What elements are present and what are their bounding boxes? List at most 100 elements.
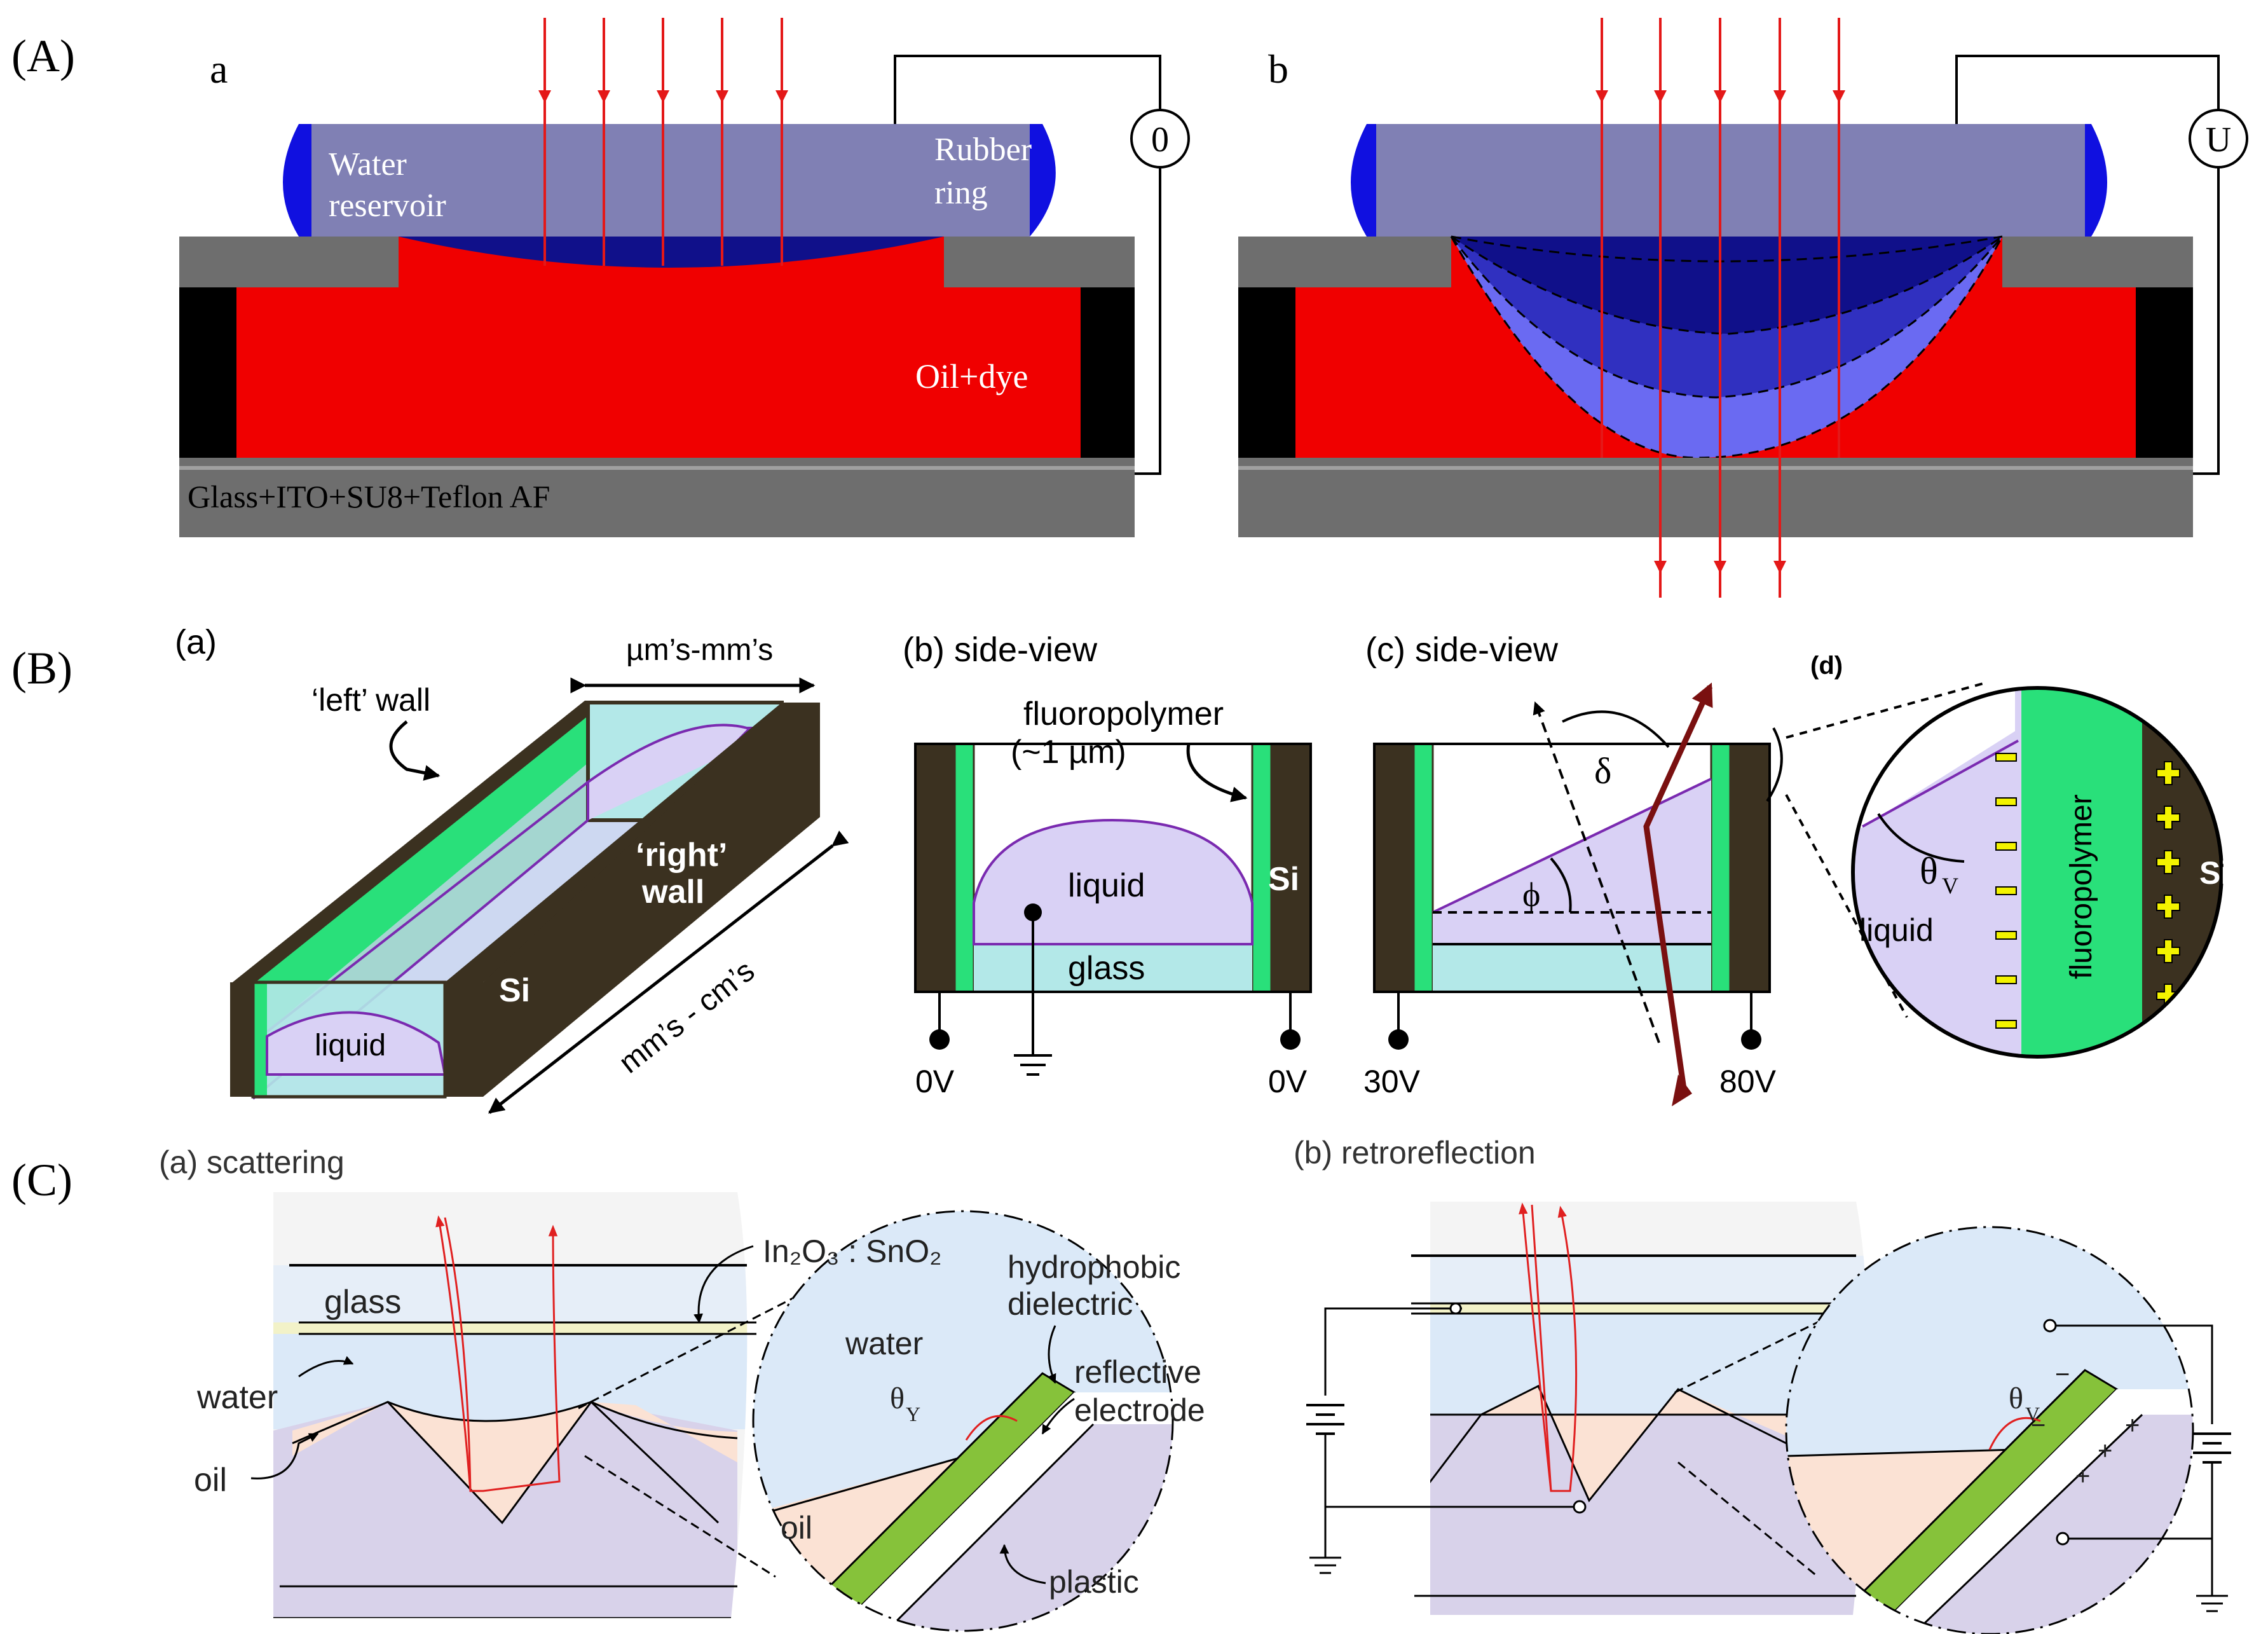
- liquid-label-b: liquid: [1068, 867, 1145, 904]
- water-reservoir-b: [1376, 124, 2085, 237]
- panel-b-b: (b) side-view 0V 0V liquid glass Si fluo…: [903, 631, 1312, 1099]
- theta-v-d: θ: [1920, 850, 1938, 892]
- incident-rays-b: [1595, 18, 1845, 598]
- voltage-source-b: [2189, 109, 2248, 168]
- ito-label: In₂O₃ : SnO₂: [763, 1233, 942, 1269]
- plus-2: +: [2098, 1437, 2112, 1465]
- liquid-drop-b: [973, 818, 1254, 945]
- water-reservoir: [311, 124, 1030, 237]
- delta-label: δ: [1594, 750, 1611, 792]
- minus-2: −: [2031, 1411, 2046, 1439]
- panel-b-c: (c) side-view ϕ δ 30V 80V: [1363, 631, 1777, 1106]
- sub-label-a: a: [210, 46, 228, 92]
- top-plate-right: [944, 237, 1135, 287]
- reflective-label-2: electrode: [1074, 1392, 1205, 1428]
- theta-y-sub: Y: [906, 1403, 920, 1425]
- circuit-wire-a: [894, 55, 1161, 475]
- tilted-liquid: [1433, 779, 1711, 944]
- b-d-label: (d): [1810, 652, 1843, 680]
- spacer-right-b: [2136, 287, 2193, 458]
- water-label: Water: [329, 146, 407, 182]
- reflective-label-1: reflective: [1074, 1354, 1201, 1390]
- water-label-c-a: water: [196, 1379, 278, 1416]
- panel-label-a: (A): [11, 31, 75, 81]
- plus-3: +: [2075, 1462, 2090, 1490]
- panel-b-a: (a) ‘left’ wall ‘right’ w: [175, 623, 849, 1114]
- right-wall-label-1: ‘right’: [636, 837, 727, 874]
- voltage-label-b: U: [2206, 120, 2231, 160]
- fluoropolymer-vertical: fluoropolymer: [2065, 794, 2098, 979]
- fluoropolymer-label: fluoropolymer: [1023, 696, 1224, 732]
- reservoir-label: reservoir: [329, 188, 446, 224]
- scatter-rays: [435, 1215, 561, 1492]
- b-c-label: (c) side-view: [1365, 631, 1559, 669]
- c-a-label: (a) scattering: [159, 1144, 345, 1180]
- incident-rays-a: [538, 18, 788, 266]
- top-plate-right-b: [2002, 237, 2193, 287]
- si-label-a: Si: [499, 972, 530, 1009]
- plastic-label: plastic: [1049, 1564, 1139, 1600]
- ring-label: ring: [934, 175, 988, 211]
- spacer-left: [179, 287, 236, 458]
- spacer-left-b: [1238, 287, 1295, 458]
- water-lens-inner: [1451, 237, 2002, 334]
- sub-label-b: b: [1268, 46, 1288, 92]
- substrate: [179, 458, 1135, 537]
- panel-label-b: (B): [11, 643, 72, 694]
- front-left-wall: [230, 982, 253, 1097]
- oil-label-circle: oil: [781, 1510, 812, 1546]
- b-a-label: (a): [175, 623, 217, 661]
- top-plate-left-b: [1238, 237, 1451, 287]
- v-c-left: 30V: [1363, 1064, 1421, 1099]
- glass-b: [974, 944, 1252, 992]
- water-label-circle: water: [845, 1326, 923, 1361]
- top-plate-left: [179, 237, 399, 287]
- hydrophobic-label-1: hydrophobic: [1008, 1249, 1180, 1285]
- retro-rays: [1519, 1202, 1578, 1492]
- meniscus-dashed-lines: [1450, 235, 2004, 459]
- voltage-label-a: 0: [1151, 120, 1169, 160]
- right-wall-label-2: wall: [641, 874, 704, 910]
- panel-a-diagram-b: b U: [1238, 18, 2248, 598]
- spacer-right: [1081, 287, 1135, 458]
- circuit-wire-b: [1955, 55, 2220, 475]
- si-label-d: Si: [2199, 855, 2229, 891]
- liquid-label-a: liquid: [315, 1029, 386, 1062]
- si-label-b: Si: [1268, 861, 1299, 898]
- glass-label-c: glass: [324, 1284, 401, 1321]
- oil-label-c-a: oil: [194, 1462, 227, 1499]
- oil-dye-label: Oil+dye: [915, 357, 1028, 395]
- v-b-left: 0V: [915, 1064, 955, 1099]
- b-b-label: (b) side-view: [903, 631, 1098, 669]
- panel-a-diagram-a: a 0 Water reservoir Rubber ring Oil+dye …: [179, 18, 1190, 537]
- left-wall-label: ‘left’ wall: [311, 682, 430, 718]
- c-b-label: (b) retroreflection: [1294, 1135, 1536, 1171]
- substrate-label: Glass+ITO+SU8+Teflon AF: [188, 479, 550, 514]
- panel-c-b: (b) retroreflection: [1294, 1135, 2231, 1634]
- v-c-right: 80V: [1719, 1064, 1777, 1099]
- hydrophobic-label-2: dielectric: [1008, 1286, 1133, 1322]
- plus-1: +: [2125, 1411, 2140, 1439]
- panel-label-c: (C): [11, 1155, 72, 1205]
- voltage-source-a: [1130, 109, 1190, 168]
- theta-v-c-sub: V: [2025, 1403, 2040, 1425]
- glass-label-b: glass: [1068, 950, 1145, 987]
- rubber-label: Rubber: [934, 132, 1032, 168]
- v-b-right: 0V: [1268, 1064, 1308, 1099]
- substrate-b: [1238, 458, 2193, 537]
- theta-v-c: θ: [2009, 1382, 2023, 1415]
- oil-dye-chamber: [236, 237, 1081, 458]
- panel-b-d: (d): [1766, 652, 2229, 1059]
- length-label: mm’s - cm’s: [613, 954, 761, 1080]
- phi-label: ϕ: [1522, 875, 1540, 914]
- width-label: µm’s-mm’s: [626, 633, 773, 667]
- liquid-label-d: liquid: [1859, 912, 1934, 948]
- theta-v-d-sub: V: [1942, 873, 1958, 898]
- fluoropolymer-thickness: (~1 µm): [1011, 734, 1126, 771]
- minus-1: −: [2055, 1361, 2070, 1389]
- negative-charges: [1995, 753, 2017, 1029]
- theta-y: θ: [890, 1382, 905, 1415]
- meniscus: [399, 237, 944, 268]
- circuit-left: [1324, 1307, 1462, 1396]
